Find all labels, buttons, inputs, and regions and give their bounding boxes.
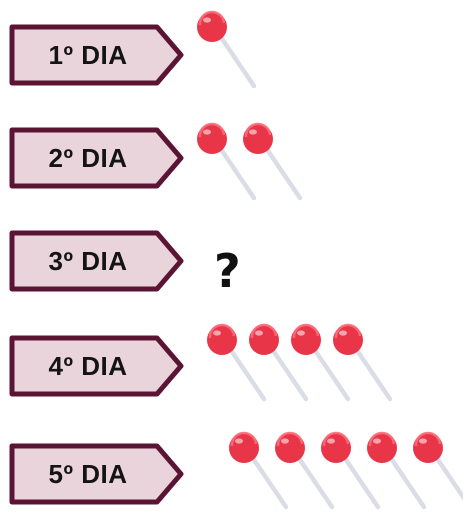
lollipop-icon bbox=[197, 122, 257, 201]
lollipop-icon bbox=[197, 10, 257, 89]
question-mark: ? bbox=[214, 244, 241, 298]
day-2-tag: 2º DIA bbox=[9, 127, 185, 189]
lollipop-icon bbox=[275, 431, 335, 510]
day-1-tag: 1º DIA bbox=[9, 24, 185, 86]
day-1-label: 1º DIA bbox=[48, 39, 128, 70]
lollipop-icon bbox=[291, 323, 351, 402]
day-2-tag-shape bbox=[9, 127, 184, 189]
day-4-label: 4º DIA bbox=[48, 350, 128, 381]
day-4-tag: 4º DIA bbox=[9, 335, 185, 397]
day-1-tag-shape bbox=[9, 24, 184, 86]
day-4-tag-shape bbox=[9, 335, 184, 397]
day-5-tag: 5º DIA bbox=[9, 443, 185, 505]
day-2-label: 2º DIA bbox=[48, 142, 128, 173]
lollipop-icon bbox=[367, 431, 427, 510]
day-3-label: 3º DIA bbox=[48, 245, 128, 276]
day-5-label: 5º DIA bbox=[48, 458, 128, 489]
lollipop-icon bbox=[243, 122, 303, 201]
day-3-tag: 3º DIA bbox=[9, 230, 185, 292]
day-5-tag-shape bbox=[9, 443, 184, 505]
lollipop-icon bbox=[333, 323, 393, 402]
lollipop-icon bbox=[249, 323, 309, 402]
lollipop-icon bbox=[321, 431, 381, 510]
lollipop-icon bbox=[413, 431, 463, 501]
lollipop-icon bbox=[229, 431, 289, 510]
lollipop-icon bbox=[207, 323, 267, 402]
day-3-tag-shape bbox=[9, 230, 184, 292]
